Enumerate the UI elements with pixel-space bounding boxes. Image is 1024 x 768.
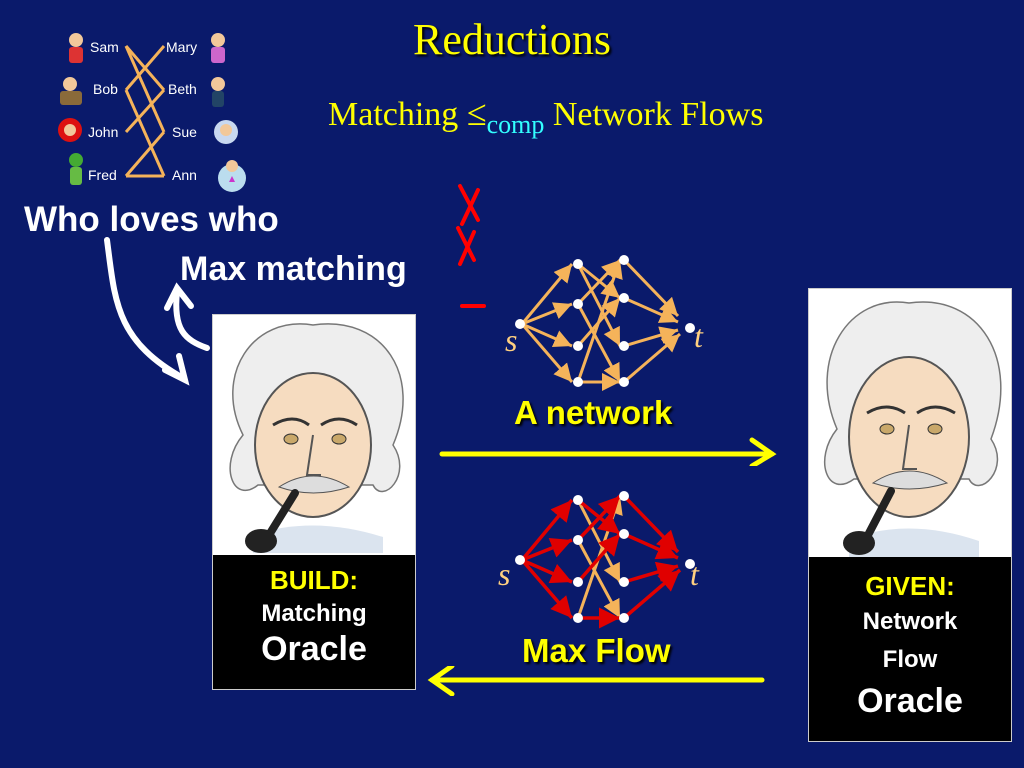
match-line — [124, 131, 166, 177]
subtitle-right: Network Flows — [552, 96, 764, 133]
person-icon — [58, 118, 82, 142]
given-head: GIVEN: — [865, 571, 955, 601]
network-graph — [515, 255, 695, 391]
flow-sink-label: t — [690, 556, 699, 592]
match-line — [124, 45, 166, 133]
people-matching-diagram — [58, 33, 246, 192]
build-oracle-caption: BUILD: Matching Oracle — [213, 555, 415, 689]
max-matching-label: Max matching — [180, 250, 407, 288]
network-edges — [520, 258, 681, 391]
arrow-icon — [427, 666, 765, 696]
sink-label: t — [694, 318, 703, 354]
einstein-portrait-icon — [229, 323, 404, 553]
person-name: Sam — [90, 39, 119, 55]
subtitle-left: Matching — [328, 96, 459, 133]
person-icon — [214, 120, 238, 144]
who-loves-who-label: Who loves who — [24, 200, 279, 239]
given-big: Oracle — [857, 682, 963, 720]
person-icon — [211, 33, 225, 63]
match-line — [124, 89, 166, 177]
cross-out-icon — [456, 184, 486, 308]
person-name: Sue — [172, 124, 197, 140]
arrow-icon — [439, 437, 777, 466]
person-name: Bob — [93, 81, 118, 97]
person-icon — [69, 33, 83, 63]
build-big: Oracle — [261, 630, 367, 668]
max-flow-graph — [515, 491, 695, 629]
subtitle-sub: comp — [486, 110, 545, 139]
given-mid1: Network — [862, 608, 958, 635]
person-icon — [211, 77, 225, 107]
build-mid: Matching — [261, 600, 367, 627]
einstein-portrait-icon — [823, 301, 1002, 559]
person-name: Mary — [166, 39, 198, 55]
person-name: Ann — [172, 167, 197, 183]
person-icon — [218, 160, 246, 192]
build-oracle-card: BUILD: Matching Oracle — [212, 314, 416, 690]
flow-nodes — [515, 491, 695, 623]
given-oracle-caption: GIVEN: Network Flow Oracle — [809, 557, 1011, 741]
given-mid2: Flow — [882, 646, 938, 673]
arrow-icon — [104, 237, 210, 386]
match-line — [124, 88, 166, 134]
matching-lines — [124, 45, 166, 178]
subtitle-symbol: ≤ — [466, 93, 487, 133]
flow-source-label: s — [498, 556, 511, 592]
given-oracle-card: GIVEN: Network Flow Oracle — [808, 288, 1012, 742]
slide-title: Reductions — [413, 15, 611, 64]
person-name: Fred — [88, 167, 117, 183]
network-nodes — [515, 255, 695, 387]
match-line — [124, 45, 166, 91]
person-name: Beth — [168, 81, 197, 97]
build-head: BUILD: — [269, 565, 359, 595]
source-label: s — [505, 322, 518, 358]
max-flow-label: Max Flow — [522, 632, 671, 669]
person-icon — [69, 153, 83, 185]
person-name: John — [88, 124, 119, 140]
person-icon — [60, 77, 82, 105]
flow-edges — [520, 494, 682, 629]
a-network-label: A network — [514, 394, 673, 431]
slide-subtitle: Matching ≤comp Network Flows — [328, 92, 764, 139]
